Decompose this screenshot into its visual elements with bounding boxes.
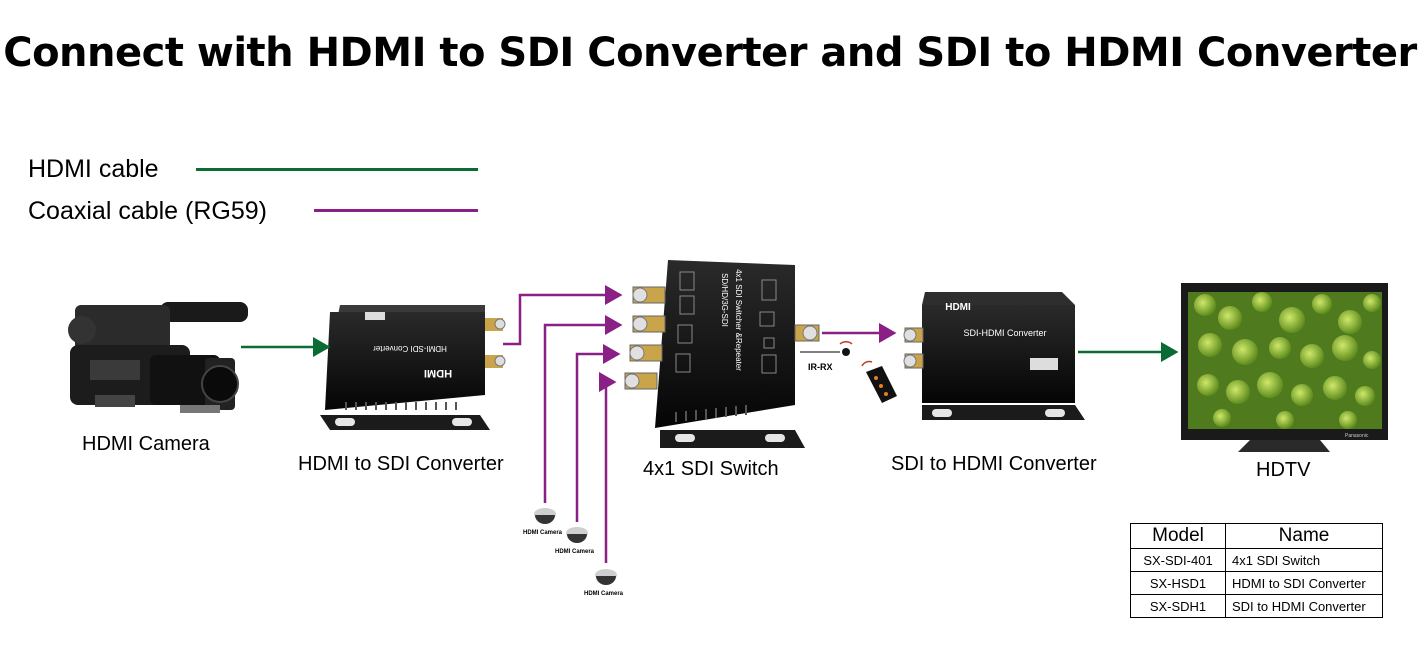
hdmi-to-sdi-converter-device: HDMI-SDI Converter HDMI bbox=[320, 305, 506, 430]
coax-cable-converter-to-switch bbox=[503, 285, 623, 346]
page-title: Connect with HDMI to SDI Converter and S… bbox=[3, 30, 1417, 76]
table-header-name: Name bbox=[1225, 523, 1383, 549]
coax-cable-cam2-to-switch bbox=[575, 344, 621, 522]
coax-cable-cam1-to-switch bbox=[543, 315, 623, 503]
table-row: SX-SDH1 SDI to HDMI Converter bbox=[1130, 594, 1383, 618]
sdi-switch-device: SD/HD/3G-SDI 4x1 SDI Switcher &Repeater bbox=[624, 260, 820, 448]
switch-name-line2: 4x1 SDI Switcher &Repeater bbox=[734, 269, 743, 371]
dome-camera-3 bbox=[595, 569, 617, 585]
table-row: SX-SDI-401 4x1 SDI Switch bbox=[1130, 548, 1383, 572]
dome-camera-2 bbox=[566, 527, 588, 543]
dome-camera-1 bbox=[534, 508, 556, 524]
label-sdi-switch: 4x1 SDI Switch bbox=[643, 458, 779, 480]
hdmi-sdi-logo: HDMI bbox=[424, 367, 452, 379]
legend-coax-label: Coaxial cable (RG59) bbox=[28, 197, 267, 225]
table-row: SX-HSD1 HDMI to SDI Converter bbox=[1130, 571, 1383, 595]
table-cell-name: 4x1 SDI Switch bbox=[1225, 548, 1383, 572]
sdi-hdmi-top-text: SDI-HDMI Converter bbox=[963, 328, 1046, 338]
label-hdmi-to-sdi-converter: HDMI to SDI Converter bbox=[298, 453, 504, 475]
table-cell-name: SDI to HDMI Converter bbox=[1225, 594, 1383, 618]
table-cell-model: SX-HSD1 bbox=[1130, 571, 1226, 595]
label-hdmi-camera: HDMI Camera bbox=[82, 433, 210, 455]
label-small-camera-3: HDMI Camera bbox=[584, 591, 624, 597]
sdi-to-hdmi-converter-device: HDMI SDI-HDMI Converter bbox=[903, 292, 1085, 420]
tv-brand-text: Panasonic bbox=[1345, 433, 1369, 439]
label-sdi-to-hdmi-converter: SDI to HDMI Converter bbox=[891, 453, 1097, 475]
switch-name-line1: SD/HD/3G-SDI bbox=[720, 273, 729, 327]
label-small-camera-1: HDMI Camera bbox=[523, 530, 563, 536]
legend-hdmi-line bbox=[196, 168, 478, 171]
table-cell-model: SX-SDI-401 bbox=[1130, 548, 1226, 572]
hdmi-sdi-top-text: HDMI-SDI Converter bbox=[373, 344, 447, 353]
table-header-model: Model bbox=[1130, 523, 1226, 549]
table-cell-model: SX-SDH1 bbox=[1130, 594, 1226, 618]
hdmi-camera-device bbox=[68, 302, 248, 413]
legend-coax-line bbox=[314, 209, 478, 212]
label-hdtv: HDTV bbox=[1256, 459, 1311, 481]
hdtv-device: Panasonic bbox=[1181, 283, 1388, 452]
label-ir-rx: IR-RX bbox=[808, 362, 833, 372]
ir-remote bbox=[800, 340, 897, 403]
label-small-camera-2: HDMI Camera bbox=[555, 549, 595, 555]
table-header-row: Model Name bbox=[1130, 523, 1383, 549]
model-table: Model Name SX-SDI-401 4x1 SDI Switch SX-… bbox=[1130, 523, 1383, 618]
legend-hdmi-label: HDMI cable bbox=[28, 155, 159, 183]
table-cell-name: HDMI to SDI Converter bbox=[1225, 571, 1383, 595]
sdi-hdmi-logo: HDMI bbox=[945, 302, 971, 313]
coax-cable-cam3-to-switch bbox=[599, 372, 617, 563]
